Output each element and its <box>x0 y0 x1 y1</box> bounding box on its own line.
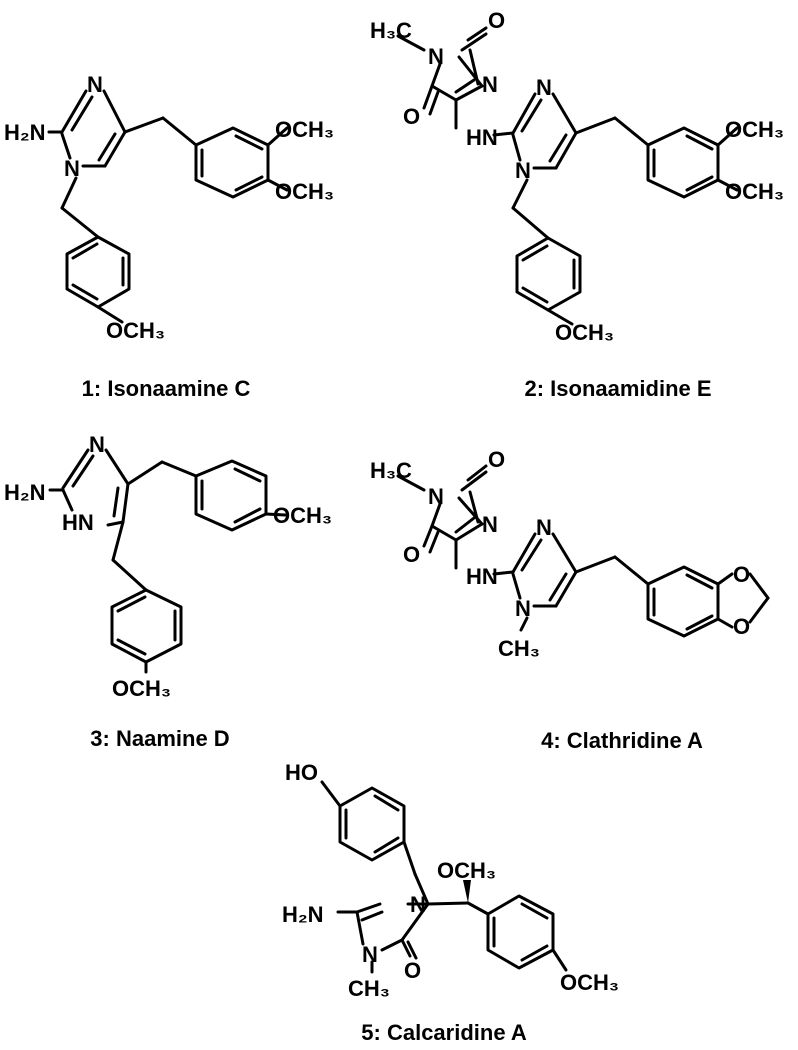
compound-5-structure: HO N H₂N N O CH₃ OCH₃ OCH₃ <box>282 760 619 1001</box>
compound-3-methoxy-lower-label: OCH₃ <box>112 676 171 701</box>
compound-3-upper-methoxyphenyl-ring <box>194 459 268 532</box>
compound-1-structure: H₂N N N OCH₃ OCH₃ OCH₃ <box>4 72 334 343</box>
compound-5-n-methyl-label: CH₃ <box>348 976 390 1001</box>
compound-4-n-methyl-ring-label: CH₃ <box>498 636 540 661</box>
compound-3-methoxy-upper-label: OCH₃ <box>273 503 332 528</box>
compound-1-amine-label: H₂N <box>4 120 46 145</box>
compound-3-structure: H₂N N HN OCH₃ OCH₃ <box>4 432 332 701</box>
compound-2-dione-n3-label: N <box>482 72 498 97</box>
compound-2-nh-label: HN <box>466 125 498 150</box>
compound-4-carbonyl-o1-label: O <box>488 447 505 472</box>
compound-1-imidazole-ring <box>60 89 127 168</box>
compound-4-caption: 4: Clathridine A <box>541 728 703 753</box>
compound-5-amine-label: H₂N <box>282 902 324 927</box>
compound-2-methoxy-4-label: OCH₃ <box>725 179 784 204</box>
compound-2-caption: 2: Isonaamidine E <box>524 376 711 401</box>
compound-4-ring-n1-label: N <box>515 596 531 621</box>
compound-2-carbonyl-o2-label: O <box>403 104 420 129</box>
compound-4-dioxole-o1-label: O <box>733 562 750 587</box>
compound-2-methoxyphenyl-ring <box>515 236 582 312</box>
compound-4-structure: H₃C N O N O HN N N CH₃ O O <box>370 447 770 661</box>
compound-4-imidazolidinedione-ring <box>422 464 488 554</box>
compound-2-dione-n1-label: N <box>428 44 444 69</box>
compound-4-dioxole-o2-label: O <box>733 614 750 639</box>
compound-1-ring-n1-label: N <box>64 156 80 181</box>
compound-2-imidazolidinedione-ring <box>422 26 488 116</box>
compound-2-dimethoxyphenyl-ring <box>646 126 720 199</box>
compound-5-methoxy-ether-label: OCH₃ <box>437 858 496 883</box>
compound-5-ring-n1-label: N <box>362 942 378 967</box>
compound-1-methoxy-3-label: OCH₃ <box>275 117 334 142</box>
compound-2-imidazole-ring <box>511 92 578 170</box>
compound-2-methoxy-3-label: OCH₃ <box>725 117 784 142</box>
compound-1-methoxy-para-label: OCH₃ <box>106 318 165 343</box>
compound-5-methoxy-para-label: OCH₃ <box>560 970 619 995</box>
compound-5-caption: 5: Calcaridine A <box>361 1020 527 1045</box>
compound-1-methoxy-4-label: OCH₃ <box>275 179 334 204</box>
compound-4-carbonyl-o2-label: O <box>403 542 420 567</box>
compound-1-methoxyphenyl-ring <box>65 235 131 309</box>
compound-4-ring-n3-label: N <box>536 515 552 540</box>
compound-5-imidazolone-ring <box>355 902 430 952</box>
compound-4-n-methyl-label: H₃C <box>370 458 412 483</box>
compound-5-methoxyphenyl-ring <box>486 894 555 970</box>
compound-2-methoxy-para-label: OCH₃ <box>555 320 614 345</box>
compound-3-ring-n3-label: N <box>89 432 105 457</box>
compound-2-structure: H₃C N O N O HN N N OCH₃ OCH₃ OCH₃ <box>370 8 784 345</box>
compound-5-hydroxy-label: HO <box>285 760 318 785</box>
compound-2-carbonyl-o1-label: O <box>488 8 505 33</box>
compound-3-ring-nh-label: HN <box>62 510 94 535</box>
compound-4-dione-n3-label: N <box>482 512 498 537</box>
compound-4-imidazole-ring <box>511 532 578 608</box>
compound-5-carbonyl-o-label: O <box>404 958 421 983</box>
compound-1-dimethoxyphenyl-ring <box>194 126 270 199</box>
compound-3-imidazole-ring <box>61 448 130 527</box>
compound-2-n-methyl-label: H₃C <box>370 18 412 43</box>
compound-5-ring-n3-label: N <box>410 892 426 917</box>
compound-1-caption: 1: Isonaamine C <box>82 376 251 401</box>
compound-3-lower-methoxyphenyl-ring <box>110 588 183 664</box>
compound-2-ring-n1-label: N <box>515 158 531 183</box>
compound-4-nh-label: HN <box>466 564 498 589</box>
compound-1-ring-n3-label: N <box>87 72 103 97</box>
compound-4-benzodioxole-ring <box>646 565 770 638</box>
compound-4-dione-n1-label: N <box>428 484 444 509</box>
compound-3-amine-label: H₂N <box>4 480 46 505</box>
compound-3-caption: 3: Naamine D <box>90 726 229 751</box>
compound-5-hydroxyphenyl-ring <box>338 786 406 862</box>
compound-2-ring-n3-label: N <box>536 75 552 100</box>
